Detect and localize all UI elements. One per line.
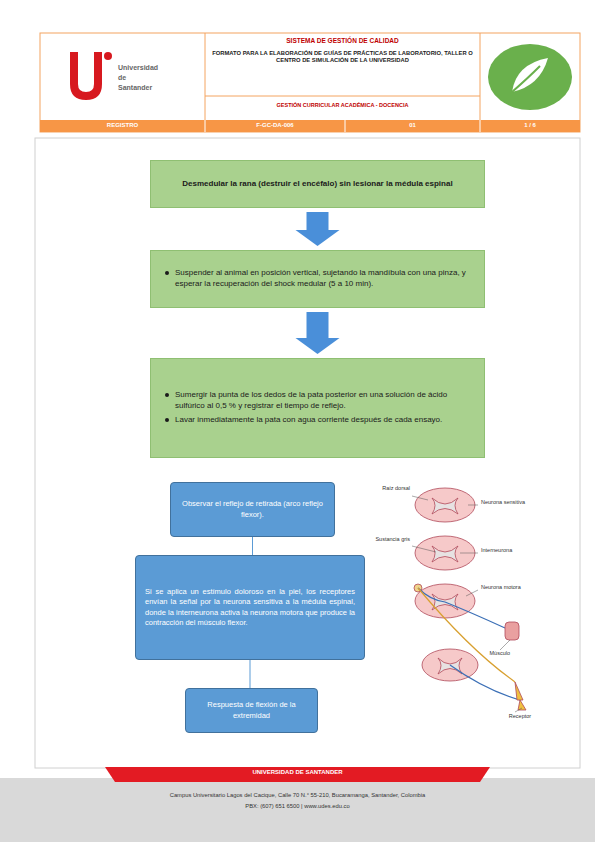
connector-line [252,537,253,555]
footer-address: Campus Universitario Lagos del Cacique, … [20,792,575,799]
box-text: Lavar inmediatamente la pata con agua co… [163,415,472,426]
footer-ribbon [105,767,490,782]
result-box: Observar el reflejo de retirada (arco re… [170,482,335,537]
bullet-dot [165,271,169,275]
reflex-arc-illustration [414,488,526,710]
box-text: Respuesta de flexión de la extremidad [195,700,308,720]
connector-line [250,660,251,688]
box-text: Suspender al animal en posición vertical… [163,268,472,290]
result-box: Respuesta de flexión de la extremidad [185,688,318,733]
code-cell: F-GC-DA-006 [207,122,343,129]
part-label: Músculo [470,650,510,657]
block-arrow [296,212,340,246]
code-rule [205,120,206,132]
logo-text: Universidad [118,64,198,72]
code-cell: REGISTRO [42,122,203,129]
footer-heading: UNIVERSIDAD DE SANTANDER [120,769,475,776]
university-logo [70,52,102,100]
code-cell: 01 [347,122,478,129]
document-title: SISTEMA DE GESTIÓN DE CALIDAD [210,37,475,44]
step-box: Desmedular la rana (destruir el encéfalo… [150,160,485,208]
logo-text: Santander [118,84,198,92]
content-frame [35,138,580,768]
step-box: Sumergir la punta de los dedos de la pat… [150,358,485,458]
header-process: GESTIÓN CURRICULAR ACADÉMICA - DOCENCIA [212,102,473,109]
header-rule [205,33,206,120]
part-label: Neurona motora [481,584,573,591]
block-arrow [296,312,340,354]
header-rule [205,96,480,97]
code-row [40,120,580,132]
part-label: Interneurona [481,547,573,554]
footer-contact: PBX: (607) 651 6500 | www.udes.edu.co [20,803,575,810]
explanation-box: Si se aplica un estímulo doloroso en la … [135,555,365,660]
part-label: Neurona sensitiva [481,499,573,506]
bullet-dot [165,393,169,397]
quality-logo [512,66,540,92]
bullet-dot [165,418,169,422]
part-label: Sustancia gris [368,536,410,543]
code-rule [345,120,346,132]
logo-text: de [118,74,198,82]
box-text: Sumergir la punta de los dedos de la pat… [163,390,472,412]
connector-line [252,537,253,555]
leader-lines [412,496,522,712]
connector-line [250,660,251,688]
box-text: Observar el reflejo de retirada (arco re… [180,499,325,519]
header-rule [480,33,481,120]
part-label: Raíz dorsal [368,485,410,492]
university-logo [104,52,112,60]
header-subtitle: FORMATO PARA LA ELABORACIÓN DE GUÍAS DE … [212,50,473,64]
code-rule [480,120,481,132]
quality-logo [488,44,572,110]
step-box: Suspender al animal en posición vertical… [150,250,485,308]
code-cell: 1 / 6 [482,122,578,129]
box-text: Desmedular la rana (destruir el encéfalo… [163,179,472,190]
footer-band [0,778,595,842]
part-label: Receptor [490,713,550,720]
header-table [40,33,580,132]
quality-logo [512,58,548,92]
box-text: Si se aplica un estímulo doloroso en la … [145,587,355,628]
